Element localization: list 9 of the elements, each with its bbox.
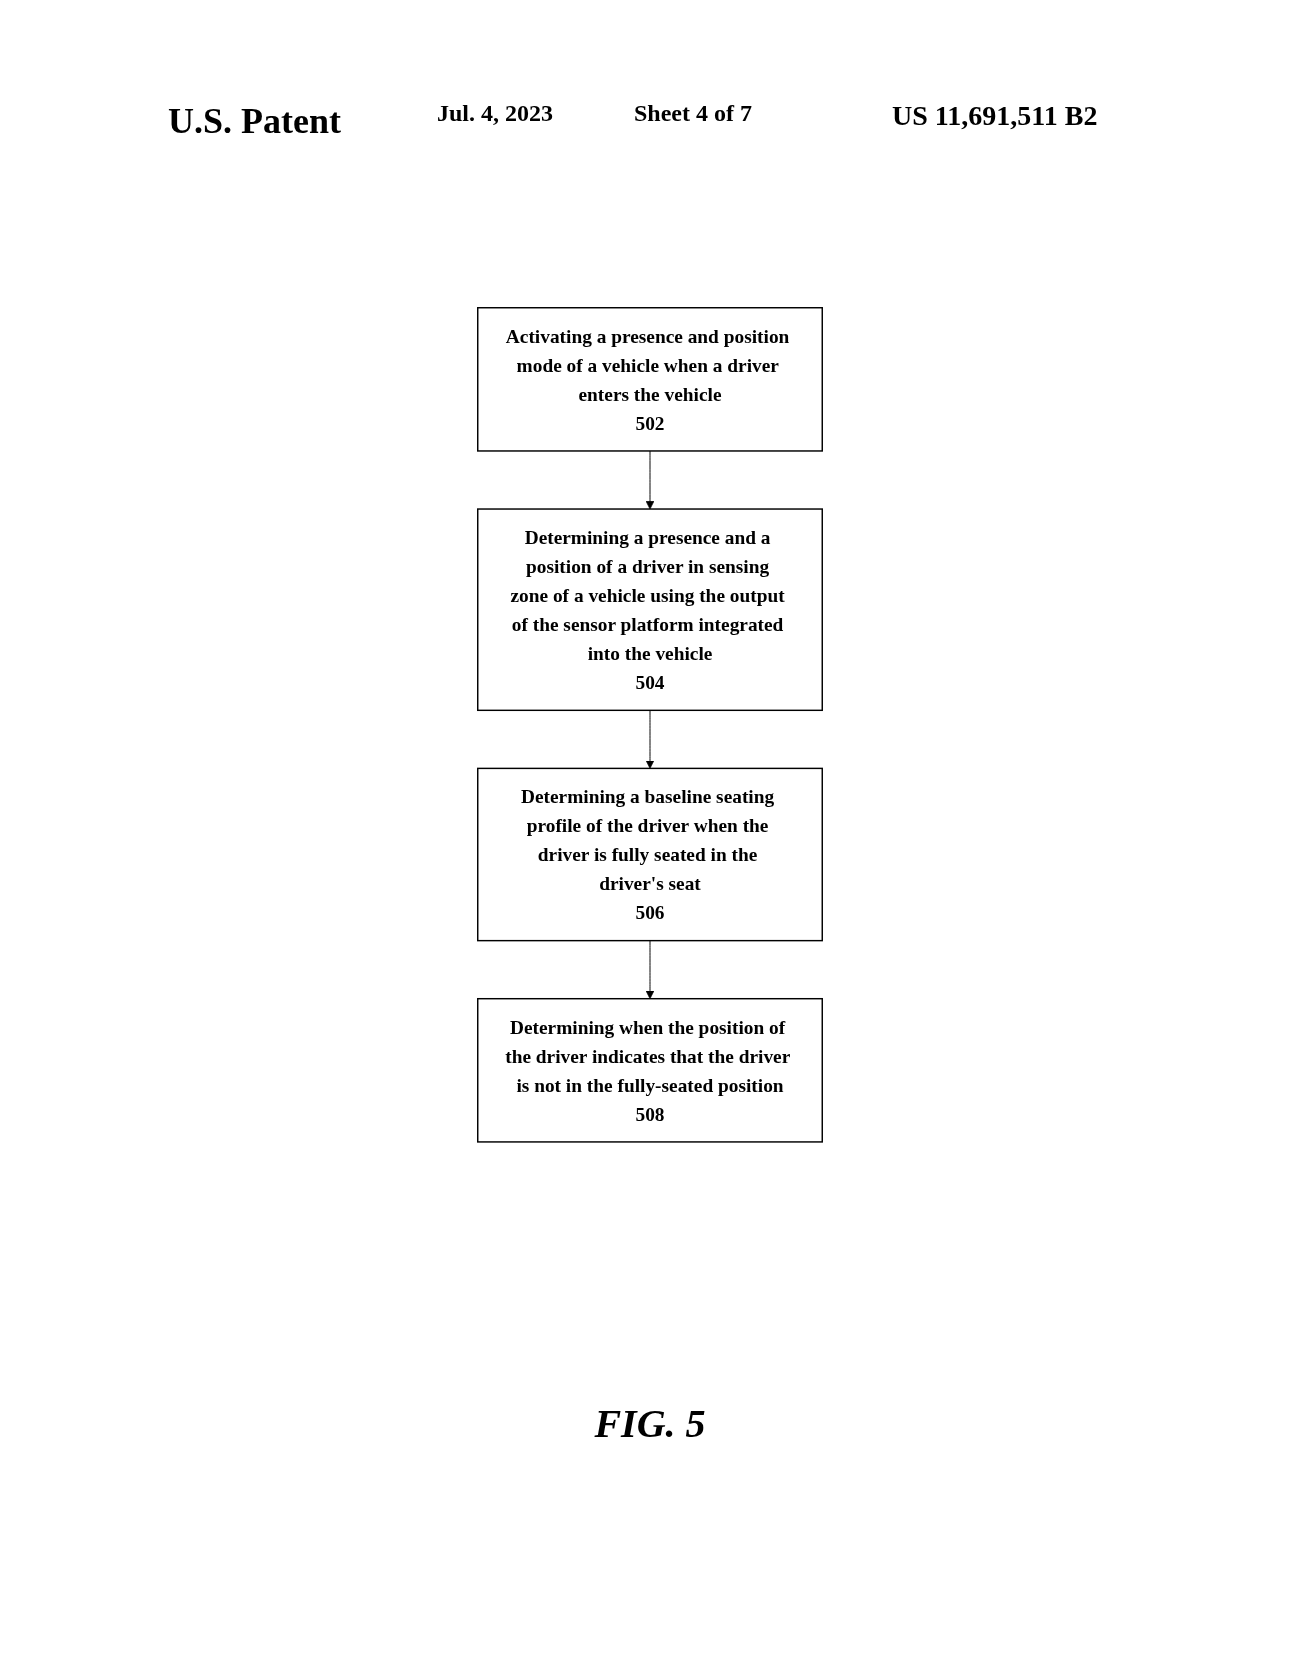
header-text: Jul. 4, 2023 — [437, 100, 553, 127]
node-box: Determining a baseline seating profile of the driver when the driver is fully seated in the driver's seat 506 — [477, 767, 823, 942]
node-box: Activating a presence and position mode of a vehicle when a driver enters the vehicle 502 — [477, 307, 823, 452]
figure-caption: FIG. 5 — [593, 1400, 707, 1447]
node-box: Determining a presence and a position of a driver in sensing zone of a vehicle using the output of the sensor platform integrated into the vehicle 504 — [477, 508, 823, 712]
node-box: Determining when the position of the driver indicates that the driver is not in the fully-seated position 508 — [477, 998, 823, 1143]
header-title: U.S. Patent — [168, 100, 341, 142]
header-text: Sheet 4 of 7 — [634, 100, 752, 127]
header-text: US 11,691,511 B2 — [892, 100, 1098, 132]
